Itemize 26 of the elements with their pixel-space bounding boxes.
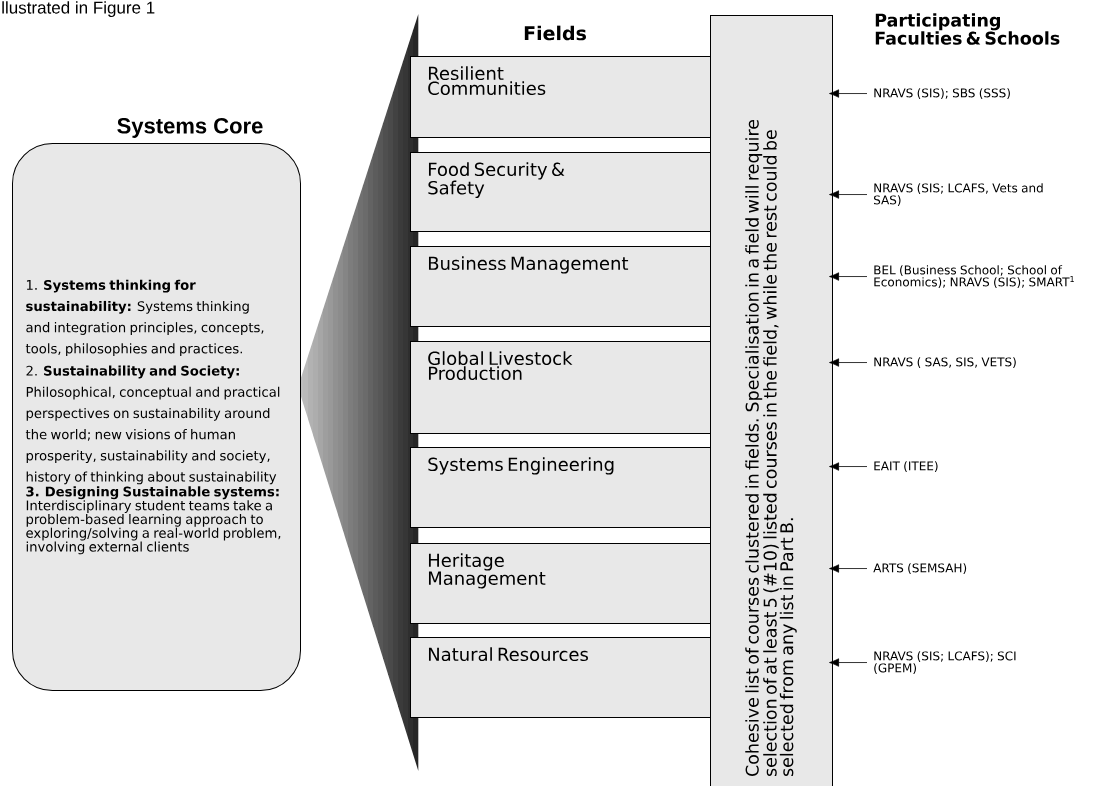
faculty-text: NRAVS (SIS; LCAFS); SCI (GPEM) — [874, 651, 1016, 674]
field-box: Systems Engineering — [410, 447, 711, 528]
node-label: Cohesive list of courses clustered in fields. Specialisation in a field will require selection of at least 5 (#10) listed courses in the field, while the rest could be selected from any list in Part B. — [745, 119, 797, 777]
field-box: Natural Resources — [410, 637, 711, 718]
field-box: Resilient Communities — [410, 56, 711, 138]
arrow — [829, 89, 868, 98]
arrow — [829, 272, 868, 281]
faculty-text: BEL (Business School; School of Economics); NRAVS (SIS); SMART$^{1}$ — [874, 265, 1074, 288]
caption-text: llustrated in Figure 1 — [2, 1, 155, 18]
column-heading: Participating Faculties & Schools — [875, 13, 1060, 45]
arrow — [829, 658, 868, 667]
faculty-text: ARTS (SEMSAH) — [873, 563, 967, 574]
faculty-text: EAIT (ITEE) — [874, 461, 938, 472]
rounded-box: 1. Systems thinking for sustainability: Systems thinking and integration principles, concepts, tools, philosophies and practices. 2. Sustainability and Society: Philosophical, conceptual and practical perspectives on sustainability around the world; new visions of human prosperity, sustainability and society, history of thinking about sustainability 3. Designing Sustainable systems: Interdisciplinary student teams take a problem-based learning approach to exploring/solving a real-world problem, involving external clients — [12, 143, 301, 691]
field-box: Heritage Management — [410, 543, 711, 624]
heading: Systems Core — [117, 118, 263, 138]
field-box: Global Livestock Production — [410, 341, 711, 434]
arrow — [829, 462, 868, 471]
faculty-text: NRAVS (SIS; LCAFS, Vets and SAS) — [874, 183, 1043, 206]
arrow — [829, 564, 868, 573]
faculty-text: NRAVS ( SAS, SIS, VETS) — [874, 357, 1016, 368]
arrow — [829, 358, 868, 367]
field-box: Food Security & Safety — [410, 152, 711, 232]
field-box: Business Management — [410, 246, 711, 327]
arrow — [829, 190, 868, 199]
faculty-text: NRAVS (SIS); SBS (SSS) — [874, 88, 1010, 99]
